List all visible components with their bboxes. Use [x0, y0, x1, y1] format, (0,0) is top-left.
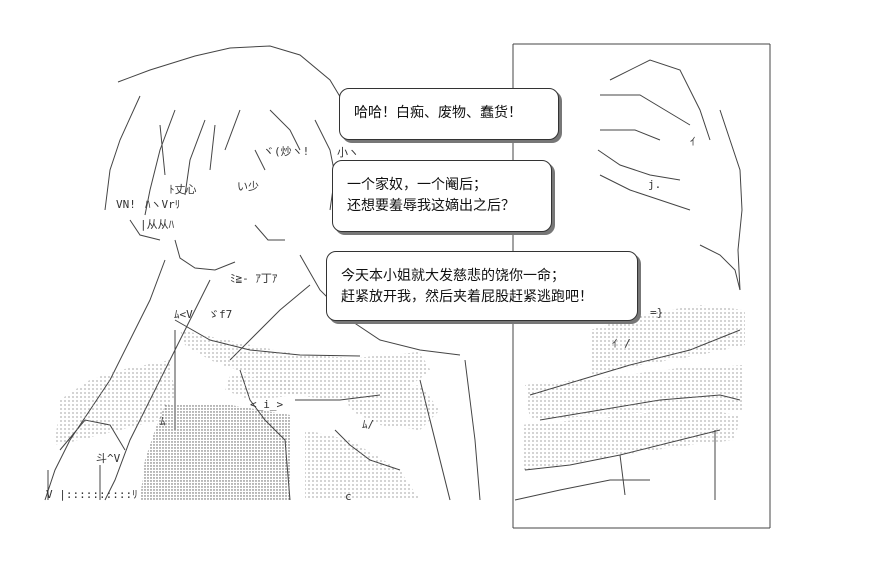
art-glyph: |从从ﾊ	[140, 218, 175, 231]
art-glyph: V |::::::::::ﾘ	[46, 488, 138, 501]
art-glyph: 斗^V	[96, 452, 121, 465]
art-glyph: ｲ /	[612, 337, 631, 350]
speech-bubble-1: 哈哈！白痴、废物、蠢货！	[339, 88, 559, 140]
dialogue-line: 今天本小姐就大发慈悲的饶你一命；	[341, 268, 565, 284]
art-glyph: ﾑ	[160, 415, 166, 428]
dialogue-line: 一个家奴，一个阉后；	[347, 177, 487, 193]
art-glyph: <_i_>	[250, 398, 283, 411]
dialogue-line: 哈哈！白痴、废物、蠢货！	[354, 105, 522, 121]
right-character-arm: ｲ j. =} ｲ /	[514, 59, 745, 501]
art-glyph: ゞf7	[208, 308, 232, 321]
left-character-figure: ﾄ丈心 い少 ヾ(炒ヽ! 小ヽ |从从ﾊ VN! ﾊヽVrﾘ ﾑ<V ゞf7 ﾐ…	[44, 45, 481, 503]
art-glyph: ヾ(炒ヽ!	[263, 145, 309, 158]
art-glyph: VN!	[116, 198, 136, 211]
dialogue-line: 还想要羞辱我这嫡出之后？	[347, 198, 515, 214]
art-glyph: =}	[650, 306, 663, 319]
art-glyph: j.	[648, 178, 661, 191]
art-glyph: c	[345, 490, 352, 503]
art-glyph: ﾄ丈心	[169, 183, 197, 196]
art-glyph: ﾐ≧- ｱ丁ｱ	[230, 272, 278, 285]
speech-bubble-3: 今天本小姐就大发慈悲的饶你一命； 赶紧放开我，然后夹着屁股赶紧逃跑吧！	[326, 251, 638, 321]
speech-bubble-2: 一个家奴，一个阉后； 还想要羞辱我这嫡出之后？	[332, 160, 552, 232]
art-glyph: い少	[237, 180, 259, 193]
art-glyph: ﾑ<V	[174, 308, 193, 321]
art-glyph: 小ヽ	[337, 146, 359, 159]
art-glyph: ｲ	[690, 135, 696, 148]
art-glyph: ﾑ/	[362, 418, 374, 431]
art-glyph: ﾊヽVrﾘ	[145, 198, 180, 211]
dialogue-line: 赶紧放开我，然后夹着屁股赶紧逃跑吧！	[341, 289, 593, 305]
